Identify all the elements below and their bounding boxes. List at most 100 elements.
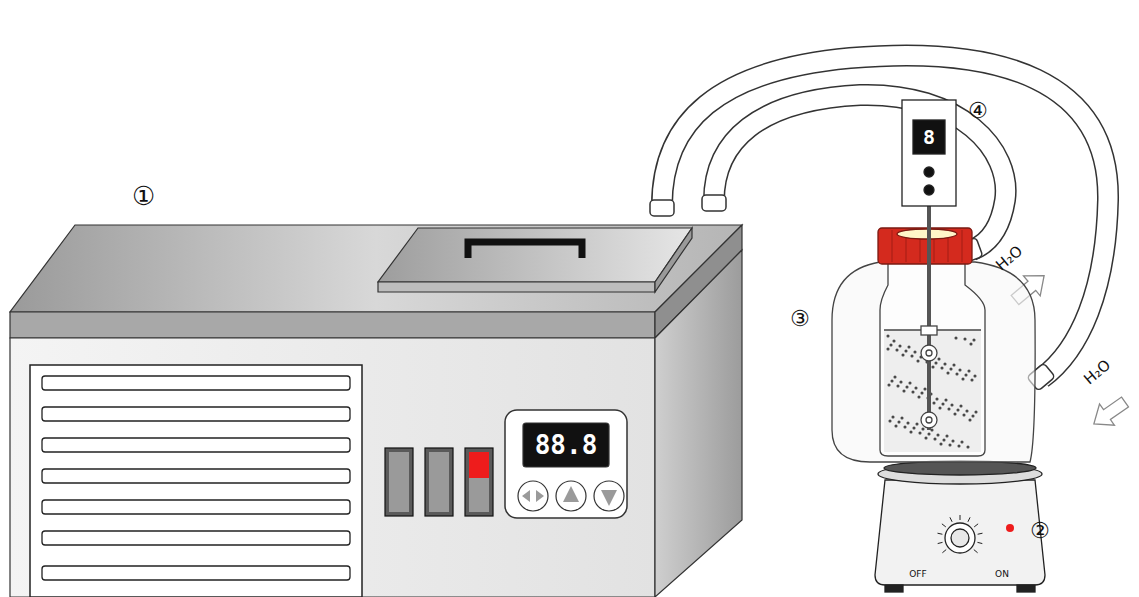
- stirrer-foot: [1017, 585, 1035, 592]
- liquid-speck: [941, 367, 943, 369]
- flow-arrow: [1086, 391, 1132, 434]
- liquid-speck: [962, 378, 964, 380]
- device-button: [924, 185, 934, 195]
- hose-clamp: [650, 200, 674, 216]
- callout-number: ②: [1030, 520, 1050, 542]
- liquid-speck: [915, 387, 917, 389]
- chiller-top: [10, 225, 742, 312]
- liquid: [884, 330, 981, 452]
- vessel-jacket: [832, 262, 1035, 462]
- vent-slot: [42, 407, 350, 421]
- liquid-speck: [901, 417, 903, 419]
- chiller-lip: [10, 312, 655, 338]
- chiller-lid: [378, 228, 692, 282]
- device-display: [913, 120, 945, 154]
- vent-slot: [42, 376, 350, 390]
- liquid-speck: [960, 405, 962, 407]
- stirrer-body: [875, 480, 1045, 585]
- liquid-speck: [945, 399, 947, 401]
- flow-label: H₂O: [1082, 357, 1114, 387]
- stirrer-plate-top: [884, 461, 1036, 475]
- liquid-speck: [940, 443, 942, 445]
- liquid-speck: [947, 372, 949, 374]
- vent-slot: [42, 566, 350, 580]
- liquid-speck: [971, 379, 973, 381]
- liquid-speck: [933, 402, 935, 404]
- impeller-hub: [926, 417, 932, 423]
- dial-tick: [977, 542, 982, 543]
- liquid-speck: [897, 385, 899, 387]
- speed-dial-inner: [951, 529, 969, 547]
- device-body: [902, 100, 956, 206]
- liquid-speck: [910, 431, 912, 433]
- vent-slot: [42, 531, 350, 545]
- overhead-stirrer: [902, 100, 956, 206]
- liquid-speck: [934, 438, 936, 440]
- impeller: [921, 412, 937, 428]
- liquid-speck: [928, 433, 930, 435]
- liquid-speck: [954, 413, 956, 415]
- liquid-speck: [946, 435, 948, 437]
- liquid-speck: [899, 345, 901, 347]
- liquid-speck: [921, 392, 923, 394]
- magnetic-stirrer: [875, 461, 1045, 592]
- liquid-speck: [955, 337, 957, 339]
- liquid-speck: [944, 363, 946, 365]
- dial-tick: [974, 524, 978, 527]
- liquid-speck: [967, 446, 969, 448]
- liquid-speck: [925, 437, 927, 439]
- chiller-side: [655, 250, 742, 597]
- liquid-texture: [887, 335, 977, 448]
- liquid-speck: [935, 362, 937, 364]
- lid-handle: [468, 242, 582, 258]
- liquid-speck: [922, 428, 924, 430]
- liquid-speck: [959, 369, 961, 371]
- liquid-speck: [949, 444, 951, 446]
- liquid-speck: [918, 396, 920, 398]
- liquid-speck: [953, 364, 955, 366]
- liquid-speck: [964, 338, 966, 340]
- vent-slot: [42, 500, 350, 514]
- switch-face: [469, 452, 489, 512]
- liquid-speck: [972, 415, 974, 417]
- liquid-speck: [973, 339, 975, 341]
- stirrer-foot: [885, 585, 903, 592]
- dial-tick: [938, 533, 943, 534]
- impeller: [921, 345, 937, 361]
- liquid-speck: [938, 358, 940, 360]
- chiller-lid-edge: [378, 282, 655, 292]
- liquid-speck: [902, 354, 904, 356]
- liquid-speck: [952, 440, 954, 442]
- switch: [465, 448, 493, 516]
- switch-face: [389, 452, 409, 512]
- vent-grille: [30, 365, 362, 597]
- liquid-speck: [892, 416, 894, 418]
- chiller-lid-edge-side: [655, 228, 692, 292]
- jacketed-vessel: [832, 205, 1035, 462]
- hose-clamp: [702, 195, 726, 211]
- liquid-speck: [957, 409, 959, 411]
- liquid-speck: [890, 344, 892, 346]
- impeller-blade: [921, 326, 937, 335]
- dial-tick: [950, 517, 952, 521]
- impeller-hub: [926, 350, 932, 356]
- stirrer-shaft: [927, 205, 931, 430]
- switch-face: [429, 452, 449, 512]
- liquid-speck: [895, 425, 897, 427]
- liquid-speck: [916, 423, 918, 425]
- dial-tick: [974, 550, 978, 553]
- liquid-speck: [896, 349, 898, 351]
- callout-number: ④: [968, 100, 988, 122]
- speed-dial: [945, 523, 975, 553]
- dial-tick: [978, 533, 983, 534]
- liquid-speck: [905, 350, 907, 352]
- liquid-speck: [912, 391, 914, 393]
- chiller: [10, 225, 742, 597]
- button-symbol: [522, 486, 617, 506]
- liquid-speck: [943, 439, 945, 441]
- liquid-speck: [963, 414, 965, 416]
- display-readout: 8: [923, 127, 935, 147]
- liquid-speck: [958, 445, 960, 447]
